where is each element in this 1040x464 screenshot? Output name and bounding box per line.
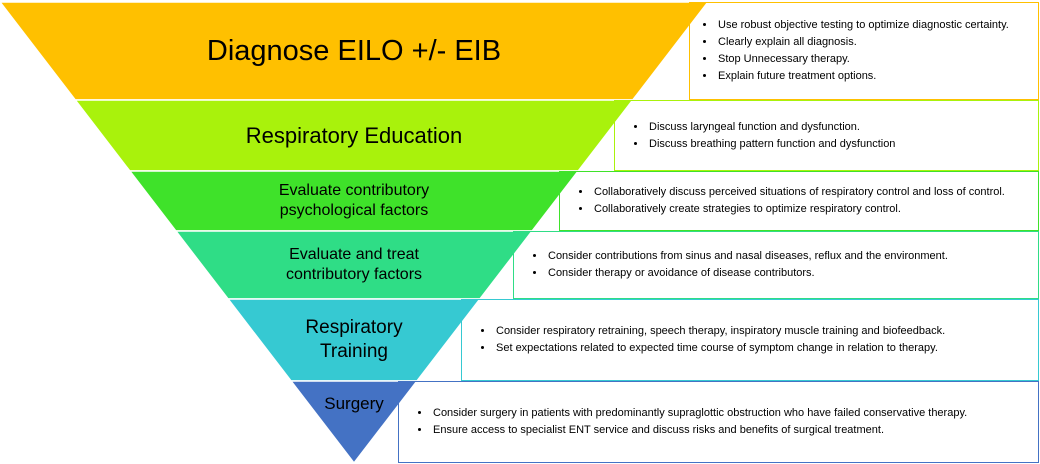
- bullet-item: Collaboratively create strategies to opt…: [592, 201, 1005, 218]
- level-1-bullet-list: Use robust objective testing to optimize…: [698, 17, 1009, 85]
- bullet-item: Ensure access to specialist ENT service …: [431, 422, 967, 439]
- level-1-notes-box: Use robust objective testing to optimize…: [689, 2, 1039, 100]
- level-5-notes-box: Consider respiratory retraining, speech …: [461, 299, 1039, 381]
- funnel-level-6: [289, 380, 419, 464]
- bullet-item: Explain future treatment options.: [716, 68, 1009, 85]
- level-4-title: Evaluate and treat contributory factors: [285, 246, 423, 283]
- bullet-item: Consider therapy or avoidance of disease…: [546, 265, 948, 282]
- bullet-item: Set expectations related to expected tim…: [494, 340, 945, 357]
- level-6-notes-box: Consider surgery in patients with predom…: [398, 381, 1039, 463]
- level-4-bullet-list: Consider contributions from sinus and na…: [528, 248, 948, 282]
- bullet-item: Discuss laryngeal function and dysfuncti…: [647, 119, 895, 136]
- bullet-item: Use robust objective testing to optimize…: [716, 17, 1009, 34]
- level-4-notes-box: Consider contributions from sinus and na…: [513, 231, 1039, 299]
- level-5-bullet-list: Consider respiratory retraining, speech …: [476, 323, 945, 357]
- level-2-title: Respiratory Education: [245, 122, 463, 148]
- bullet-item: Consider surgery in patients with predom…: [431, 405, 967, 422]
- level-6-title: Surgery: [324, 394, 384, 414]
- level-3-title: Evaluate contributory psychological fact…: [278, 182, 430, 219]
- level-5-title: Respiratory Training: [305, 317, 403, 362]
- bullet-item: Stop Unnecessary therapy.: [716, 51, 1009, 68]
- level-3-bullet-list: Collaboratively discuss perceived situat…: [574, 184, 1005, 218]
- bullet-item: Consider contributions from sinus and na…: [546, 248, 948, 265]
- level-2-notes-box: Discuss laryngeal function and dysfuncti…: [614, 100, 1039, 171]
- level-6-bullet-list: Consider surgery in patients with predom…: [413, 405, 967, 439]
- level-3-notes-box: Collaboratively discuss perceived situat…: [559, 171, 1039, 231]
- bullet-item: Clearly explain all diagnosis.: [716, 34, 1009, 51]
- bullet-item: Consider respiratory retraining, speech …: [494, 323, 945, 340]
- level-2-bullet-list: Discuss laryngeal function and dysfuncti…: [629, 119, 895, 153]
- bullet-item: Collaboratively discuss perceived situat…: [592, 184, 1005, 201]
- level-1-title: Diagnose EILO +/- EIB: [206, 34, 502, 67]
- bullet-item: Discuss breathing pattern function and d…: [647, 136, 895, 153]
